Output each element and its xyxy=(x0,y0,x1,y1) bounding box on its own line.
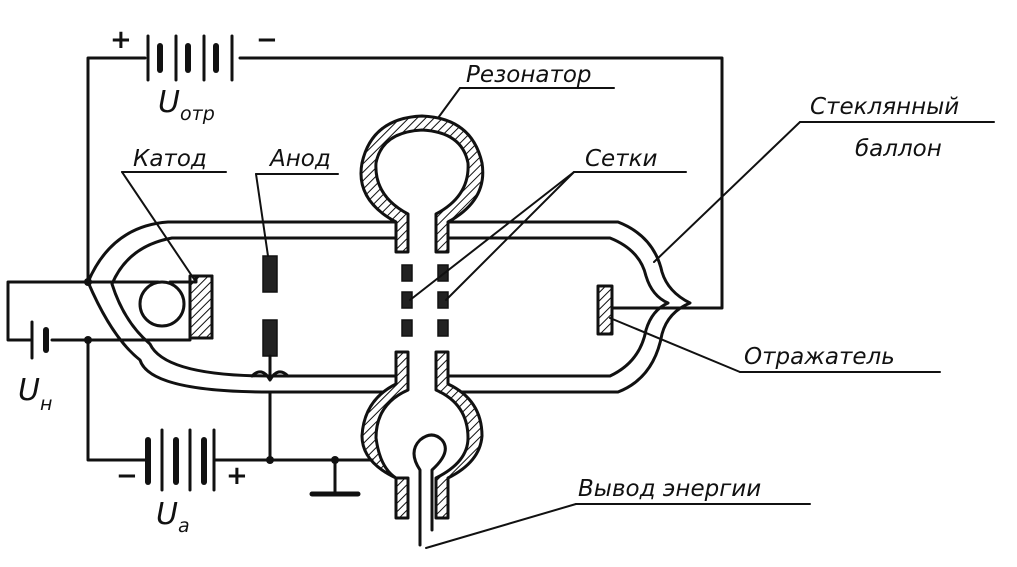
voltage-reflector-sub: отр xyxy=(180,103,215,125)
resonator-bottom xyxy=(360,350,484,547)
label-glass-line2: баллон xyxy=(855,136,942,162)
label-energy-output: Вывод энергии xyxy=(578,476,761,502)
anode-minus-sign: − xyxy=(116,461,138,491)
reflector-plus-sign: + xyxy=(110,25,132,55)
label-reflector: Отражатель xyxy=(744,344,895,370)
label-grids: Сетки xyxy=(585,146,658,172)
voltage-reflector-symbol: U xyxy=(158,85,180,120)
circuit-wires xyxy=(6,56,724,497)
anode-battery xyxy=(145,428,216,492)
label-cathode: Катод xyxy=(133,146,207,172)
label-resonator: Резонатор xyxy=(466,62,592,88)
anode-plus-sign: + xyxy=(226,461,248,491)
voltage-heater-sub: н xyxy=(40,393,52,415)
anode xyxy=(250,255,290,462)
voltage-heater: U н xyxy=(18,373,52,415)
voltage-anode-sub: а xyxy=(178,515,190,537)
label-glass-line1: Стеклянный xyxy=(810,94,959,120)
leader-lines xyxy=(121,87,995,549)
heater-battery xyxy=(30,320,49,360)
reflector xyxy=(596,284,692,336)
voltage-heater-symbol: U xyxy=(18,373,40,408)
voltage-anode-symbol: U xyxy=(156,497,178,532)
glass-bulb xyxy=(86,220,692,394)
reflector-battery xyxy=(146,34,234,82)
label-anode: Анод xyxy=(268,146,331,172)
reflector-minus-sign: − xyxy=(256,25,278,55)
cathode xyxy=(86,274,214,342)
voltage-anode: U а xyxy=(156,497,190,537)
voltage-reflector: U отр xyxy=(158,85,215,125)
resonator-top xyxy=(359,114,485,254)
